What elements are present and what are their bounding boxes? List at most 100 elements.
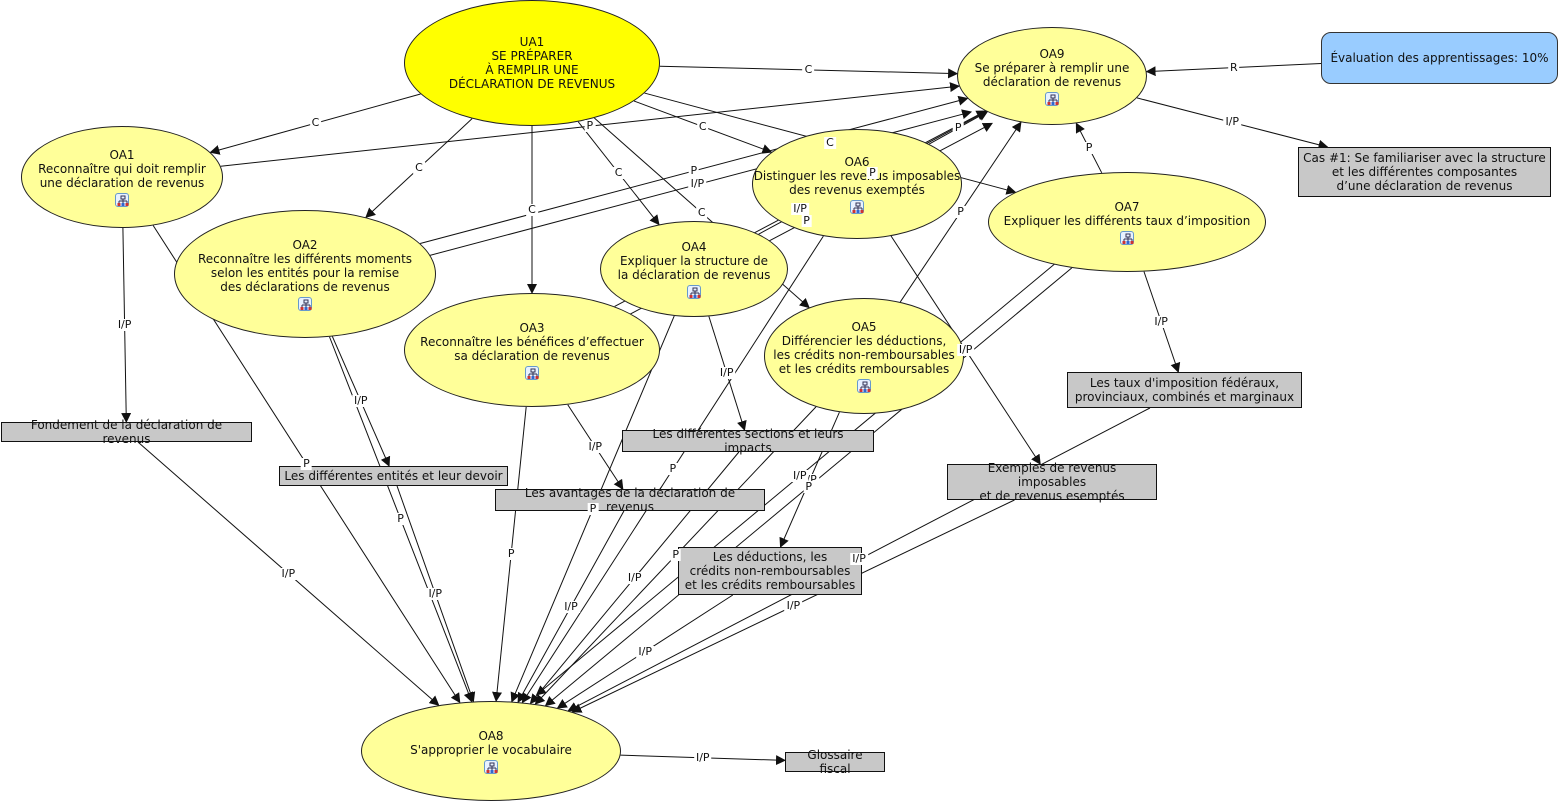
link-label: I/P xyxy=(115,317,134,331)
node-r-ent[interactable]: Les différentes entités et leur devoir xyxy=(279,466,508,486)
link-label: I/P xyxy=(1152,314,1170,328)
node-code: OA8 xyxy=(478,728,504,743)
node-code: UA1 xyxy=(519,35,545,49)
link-label: I/P xyxy=(625,570,644,584)
link-label: C xyxy=(612,166,625,180)
node-code: OA2 xyxy=(292,237,318,252)
node-label: Cas #1: Se familiariser avec la structur… xyxy=(1303,151,1546,193)
node-code: OA6 xyxy=(844,154,870,169)
node-r-taux[interactable]: Les taux d'imposition fédéraux, provinci… xyxy=(1067,372,1302,408)
link-label: I/P xyxy=(351,394,370,408)
link-label: I/P xyxy=(791,201,809,215)
node-r-ex[interactable]: Exemples de revenus imposables et de rev… xyxy=(947,461,1157,503)
node-label: Exemples de revenus imposables et de rev… xyxy=(979,461,1125,503)
node-r-sec[interactable]: Les différentes sections et leurs impact… xyxy=(622,427,874,455)
link-label: I/P xyxy=(426,586,445,600)
submap-icon[interactable] xyxy=(1120,230,1134,245)
link-label: I/P xyxy=(688,177,707,191)
submap-icon[interactable] xyxy=(484,759,498,774)
node-label: Les avantages de la déclaration de reven… xyxy=(524,486,736,514)
node-label: Se préparer à remplir une déclaration de… xyxy=(974,60,1130,89)
link-label: P xyxy=(867,165,878,179)
link-label: C xyxy=(824,135,836,149)
node-label: Reconnaître qui doit remplir une déclara… xyxy=(38,161,206,190)
submap-icon[interactable] xyxy=(687,284,701,299)
link-label: P xyxy=(587,501,599,515)
link-label: I/P xyxy=(956,343,975,356)
link-label: C xyxy=(526,202,538,216)
node-label: S'approprier le vocabulaire xyxy=(410,742,572,757)
node-code: OA3 xyxy=(519,320,545,335)
node-code: OA9 xyxy=(1039,46,1065,61)
link-label: I/P xyxy=(279,566,298,580)
node-label: Expliquer la structure de la déclaration… xyxy=(617,253,771,282)
submap-icon[interactable] xyxy=(525,365,539,380)
node-r-fond[interactable]: Fondement de la déclaration de revenus xyxy=(1,418,252,446)
link-label: P xyxy=(301,456,312,470)
node-code: OA7 xyxy=(1114,199,1140,214)
node-r-ded[interactable]: Les déductions, les crédits non-rembours… xyxy=(678,547,862,595)
link-label: I/P xyxy=(784,598,803,612)
link-label: P xyxy=(1083,141,1095,155)
submap-icon[interactable] xyxy=(857,378,871,393)
node-label: Fondement de la déclaration de revenus xyxy=(30,418,223,446)
link-label: P xyxy=(584,119,596,133)
link-label: C xyxy=(413,161,425,174)
node-r-glos[interactable]: Glossaire fiscal xyxy=(785,748,885,776)
link-label: P xyxy=(955,205,966,219)
submap-icon[interactable] xyxy=(1045,91,1059,106)
node-label: Les différentes entités et leur devoir xyxy=(284,469,503,483)
node-label: Les déductions, les crédits non-rembours… xyxy=(684,550,856,592)
link-label: I/P xyxy=(586,439,605,453)
link-label: P xyxy=(688,163,700,177)
link-label: P xyxy=(803,479,815,493)
submap-icon[interactable] xyxy=(850,199,864,214)
link-label: I/P xyxy=(850,552,868,566)
link-label: I/P xyxy=(790,468,809,482)
node-label: Évaluation des apprentissages: 10% xyxy=(1330,51,1549,65)
node-label: Différencier les déductions, les crédits… xyxy=(773,333,955,376)
link-label: C xyxy=(309,116,322,130)
link-label: I/P xyxy=(636,644,654,658)
link-label: R xyxy=(1227,60,1240,74)
link-label: C xyxy=(802,62,815,76)
node-code: OA5 xyxy=(851,319,877,334)
node-cas1[interactable]: Cas #1: Se familiariser avec la structur… xyxy=(1298,147,1551,197)
link-label: P xyxy=(667,462,679,476)
node-eval[interactable]: Évaluation des apprentissages: 10% xyxy=(1321,32,1558,84)
node-label: Expliquer les différents taux d’impositi… xyxy=(1003,213,1251,228)
node-label: Reconnaître les bénéfices d’effectuer sa… xyxy=(420,334,644,363)
node-label: Reconnaître les différents moments selon… xyxy=(197,251,413,294)
link-label: I/P xyxy=(1223,115,1242,129)
node-label: SE PRÉPARER À REMPLIR UNE DÉCLARATION DE… xyxy=(448,49,616,91)
link-label: P xyxy=(952,120,964,134)
node-label: Glossaire fiscal xyxy=(807,748,863,776)
submap-icon[interactable] xyxy=(298,296,312,311)
link-label: I/P xyxy=(717,366,736,380)
link-label: I/P xyxy=(693,750,712,764)
node-code: OA4 xyxy=(681,239,707,254)
link-label: P xyxy=(505,546,517,560)
link-label: P xyxy=(670,548,681,562)
node-label: Distinguer les revenus imposables des re… xyxy=(753,168,961,197)
link-label: P xyxy=(395,512,406,526)
submap-icon[interactable] xyxy=(115,192,129,207)
node-code: OA1 xyxy=(109,147,135,162)
node-label: Les différentes sections et leurs impact… xyxy=(652,427,844,455)
link-label: P xyxy=(801,214,812,228)
node-r-ava[interactable]: Les avantages de la déclaration de reven… xyxy=(495,486,765,514)
link-label: I/P xyxy=(562,599,580,613)
link-label: C xyxy=(695,205,708,219)
